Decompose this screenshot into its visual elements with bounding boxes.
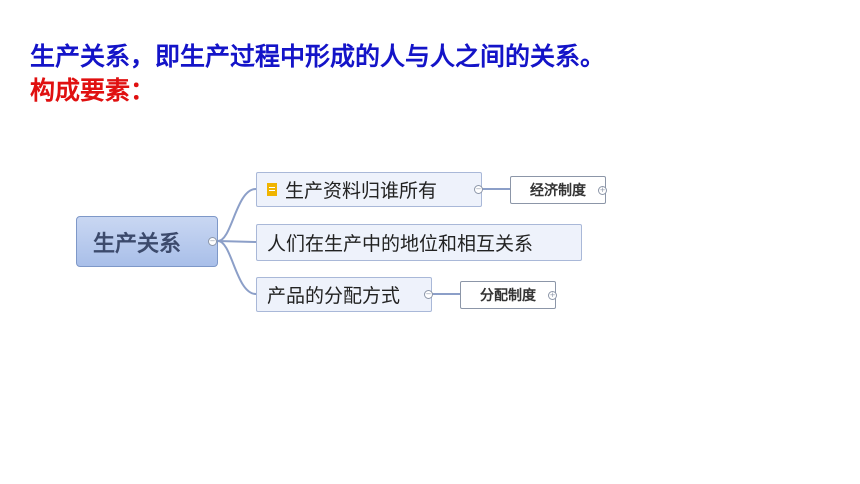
leaf-node-distribution-system[interactable]: 分配制度	[460, 281, 556, 309]
connector-root-b2	[217, 240, 257, 243]
elements-heading: 构成要素：	[30, 76, 156, 105]
branch-label: 人们在生产中的地位和相互关系	[267, 233, 534, 255]
branch-label: 产品的分配方式	[267, 285, 401, 307]
leaf-label: 经济制度	[530, 183, 586, 199]
collapse-toggle-icon[interactable]: −	[208, 237, 217, 246]
connector-root-b1	[217, 188, 257, 242]
connector-root-b3	[217, 240, 257, 295]
expand-toggle-icon[interactable]: +	[548, 291, 557, 300]
mindmap-root-node[interactable]: 生产关系	[76, 216, 218, 267]
leaf-label: 分配制度	[480, 288, 536, 304]
branch-node-relations[interactable]: 人们在生产中的地位和相互关系	[256, 224, 582, 261]
document-icon	[267, 183, 277, 196]
root-label: 生产关系	[93, 231, 182, 257]
definition-heading: 生产关系，即生产过程中形成的人与人之间的关系。	[30, 42, 606, 71]
collapse-toggle-icon[interactable]: −	[474, 185, 483, 194]
branch-node-ownership[interactable]: 生产资料归谁所有	[256, 172, 482, 207]
branch-node-distribution[interactable]: 产品的分配方式	[256, 277, 432, 312]
leaf-node-economic-system[interactable]: 经济制度	[510, 176, 606, 204]
expand-toggle-icon[interactable]: +	[598, 186, 607, 195]
collapse-toggle-icon[interactable]: −	[424, 290, 433, 299]
branch-label: 生产资料归谁所有	[285, 180, 438, 202]
